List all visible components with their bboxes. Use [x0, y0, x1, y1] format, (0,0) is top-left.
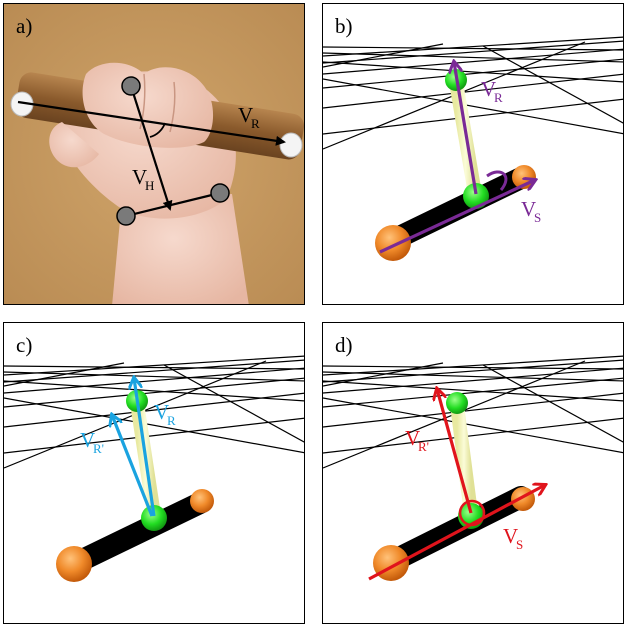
label-vrp-main: V	[405, 426, 420, 450]
marker-wrist-left	[116, 206, 136, 226]
vector-r-arrow	[134, 378, 156, 517]
label-vs-sub: S	[516, 537, 523, 552]
label-vrp-main: V	[80, 428, 95, 452]
vector-r-arrow	[454, 62, 478, 195]
label-vh-sub: H	[145, 178, 154, 193]
forearm	[112, 194, 249, 304]
label-vr-main: V	[154, 400, 169, 424]
panel-b: V R V S b)	[322, 3, 624, 305]
panel-label: c)	[16, 333, 33, 357]
label-vr-sub: R	[251, 116, 260, 131]
thumb	[49, 122, 99, 168]
shoulder-ball	[56, 546, 92, 582]
panel-label: d)	[335, 333, 353, 357]
joint-elbow	[463, 183, 489, 209]
far-ball	[190, 489, 214, 513]
panel-c: V R V R' c)	[3, 322, 305, 624]
panel-d: V R' V S d)	[322, 322, 624, 624]
label-vs-main: V	[503, 524, 518, 548]
perspective-grid	[4, 355, 304, 469]
label-vr-sub: R	[167, 413, 176, 428]
marker-knuckle	[121, 76, 141, 96]
hand-photo: V R V H	[4, 4, 304, 304]
panel-label: b)	[335, 14, 353, 38]
upper-arm-segment	[380, 167, 532, 252]
vector-rprime-arrow	[437, 389, 473, 514]
label-vs-sub: S	[534, 210, 541, 225]
label-vr-sub: R	[494, 90, 503, 105]
label-vrp-sub: R'	[93, 441, 104, 456]
panel-a: V R V H a)	[3, 3, 305, 305]
vector-rprime-arrow	[112, 415, 154, 517]
perspective-grid	[323, 36, 623, 150]
wrist-line	[125, 191, 221, 218]
forearm-segment	[450, 398, 478, 520]
vector-s-arrow	[379, 180, 535, 254]
panel-b-scene: V R V S	[323, 36, 623, 261]
joint-elbow	[141, 505, 167, 531]
vector-r-arrow	[17, 100, 286, 146]
handle-cap-right	[279, 132, 303, 158]
perspective-grid	[323, 355, 623, 469]
panel-d-scene: V R' V S	[323, 355, 623, 581]
panel-c-scene: V R V R'	[4, 355, 304, 582]
angle-arc	[486, 170, 508, 191]
upper-arm-segment	[65, 492, 211, 574]
vector-h-arrow	[129, 85, 173, 211]
label-vrp-sub: R'	[418, 439, 429, 454]
vector-s-arrow	[368, 485, 545, 581]
label-vs-main: V	[521, 197, 536, 221]
joint-top	[446, 392, 468, 414]
shoulder-ball	[375, 225, 411, 261]
marker-wrist-right	[210, 183, 230, 203]
angle-arc	[458, 499, 486, 527]
label-vr-main: V	[481, 77, 496, 101]
angle-arc	[149, 122, 166, 138]
label-vh-main: V	[132, 165, 147, 189]
panel-label: a)	[16, 14, 33, 38]
label-vr-main: V	[238, 103, 253, 127]
